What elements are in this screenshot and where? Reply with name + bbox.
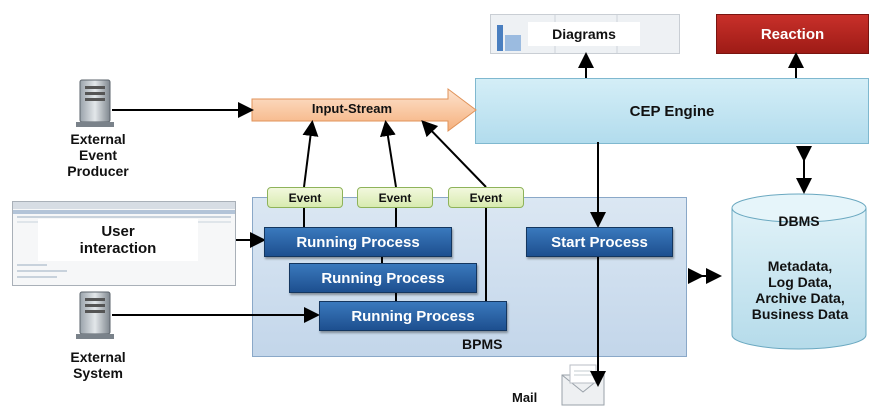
input-stream-label: Input-Stream <box>311 101 393 116</box>
mail-label: Mail <box>512 390 538 405</box>
server-icon-external-system <box>76 291 114 339</box>
external-event-producer-label: External Event Producer <box>67 131 129 180</box>
running-process-1: Running Process <box>264 227 452 257</box>
dbms-contents: Metadata, Log Data, Archive Data, Busine… <box>751 258 849 323</box>
cep-engine-box: CEP Engine <box>475 78 869 144</box>
dbms-title: DBMS <box>778 213 820 229</box>
reaction-box: Reaction <box>716 14 869 54</box>
server-icon-event-producer <box>76 79 114 127</box>
event-tag-1: Event <box>267 187 343 208</box>
dbms-cylinder <box>731 193 867 350</box>
mail-envelope-icon <box>561 364 605 406</box>
event-tag-3: Event <box>448 187 524 208</box>
user-interaction-label: User interaction <box>38 219 198 261</box>
bpms-label: BPMS <box>462 336 503 352</box>
running-process-2: Running Process <box>289 263 477 293</box>
event-tag-2: Event <box>357 187 433 208</box>
start-process: Start Process <box>526 227 673 257</box>
diagrams-thumbnail <box>490 14 680 54</box>
external-system-label: External System <box>70 349 126 382</box>
diagrams-label: Diagrams <box>528 22 640 46</box>
running-process-3: Running Process <box>319 301 507 331</box>
